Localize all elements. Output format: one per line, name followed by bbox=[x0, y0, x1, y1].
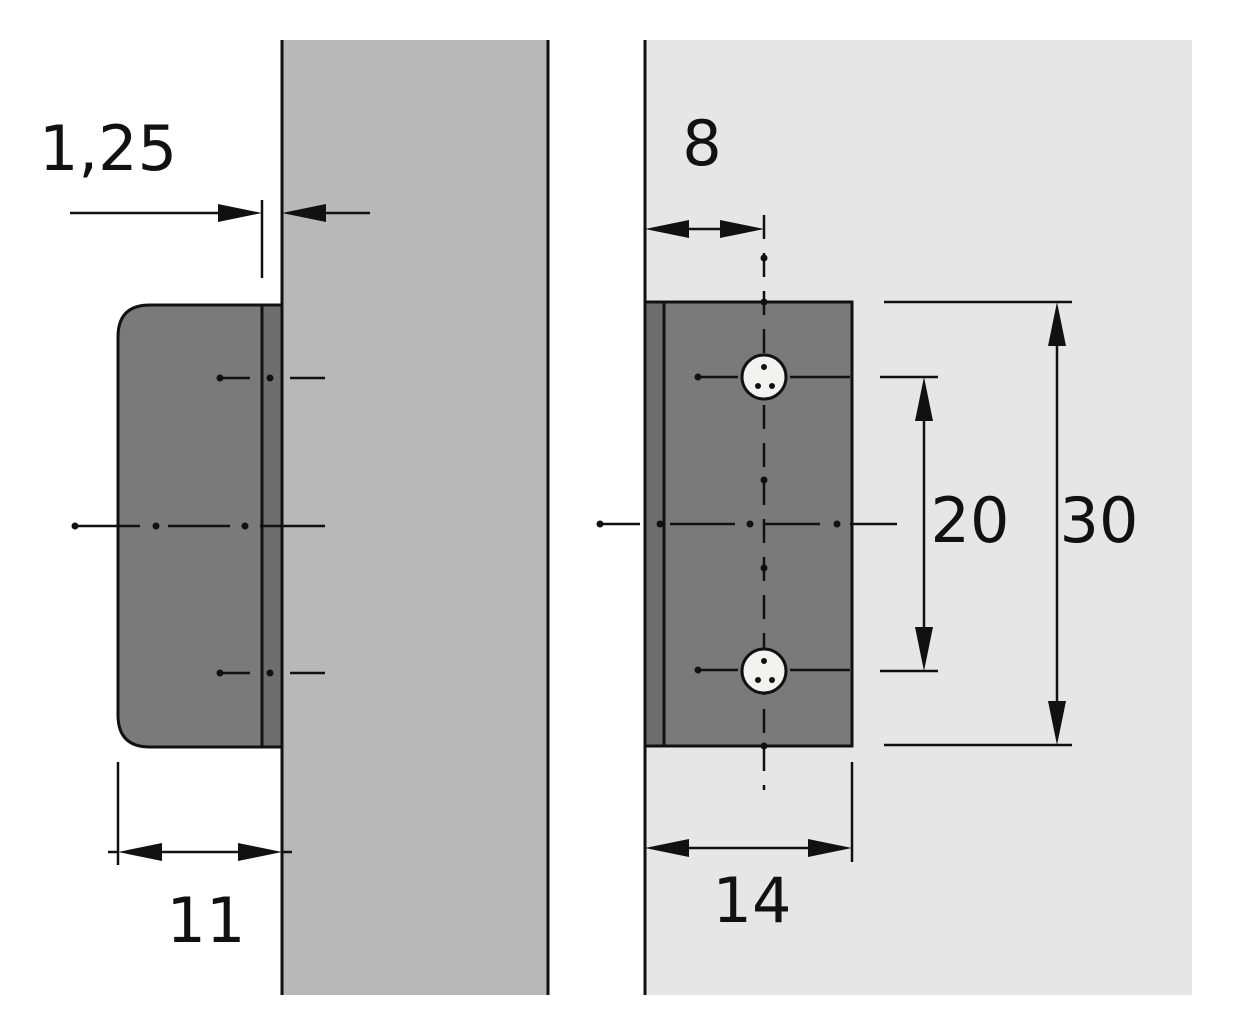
front-plate-flange bbox=[643, 300, 666, 748]
side-hole-axes bbox=[216, 374, 325, 677]
dim-hole-spacing: 20 bbox=[880, 375, 1010, 673]
dim-plate-height: 30 bbox=[884, 300, 1139, 747]
side-panel bbox=[282, 40, 548, 995]
dim-hole-spacing-label: 20 bbox=[931, 484, 1010, 557]
dim-side-depth: 11 bbox=[108, 762, 292, 957]
dim-side-depth-label: 11 bbox=[167, 884, 246, 957]
front-view: 8 14 20 30 bbox=[596, 40, 1192, 995]
dim-edge-offset: 1,25 bbox=[39, 112, 370, 278]
side-view: 1,25 11 bbox=[39, 40, 550, 995]
dim-hole-offset: 8 bbox=[645, 107, 764, 238]
dim-plate-width-label: 14 bbox=[713, 864, 792, 937]
screw-hole-top bbox=[740, 353, 788, 401]
dim-hole-offset-label: 8 bbox=[682, 107, 721, 180]
dim-plate-height-label: 30 bbox=[1060, 484, 1139, 557]
dim-plate-width: 14 bbox=[645, 762, 854, 937]
front-hole-horizontal-axes bbox=[694, 373, 850, 674]
front-center-line bbox=[596, 520, 897, 528]
side-center-line bbox=[71, 522, 325, 530]
screw-hole-bottom bbox=[740, 647, 788, 695]
dim-edge-offset-label: 1,25 bbox=[39, 112, 177, 185]
